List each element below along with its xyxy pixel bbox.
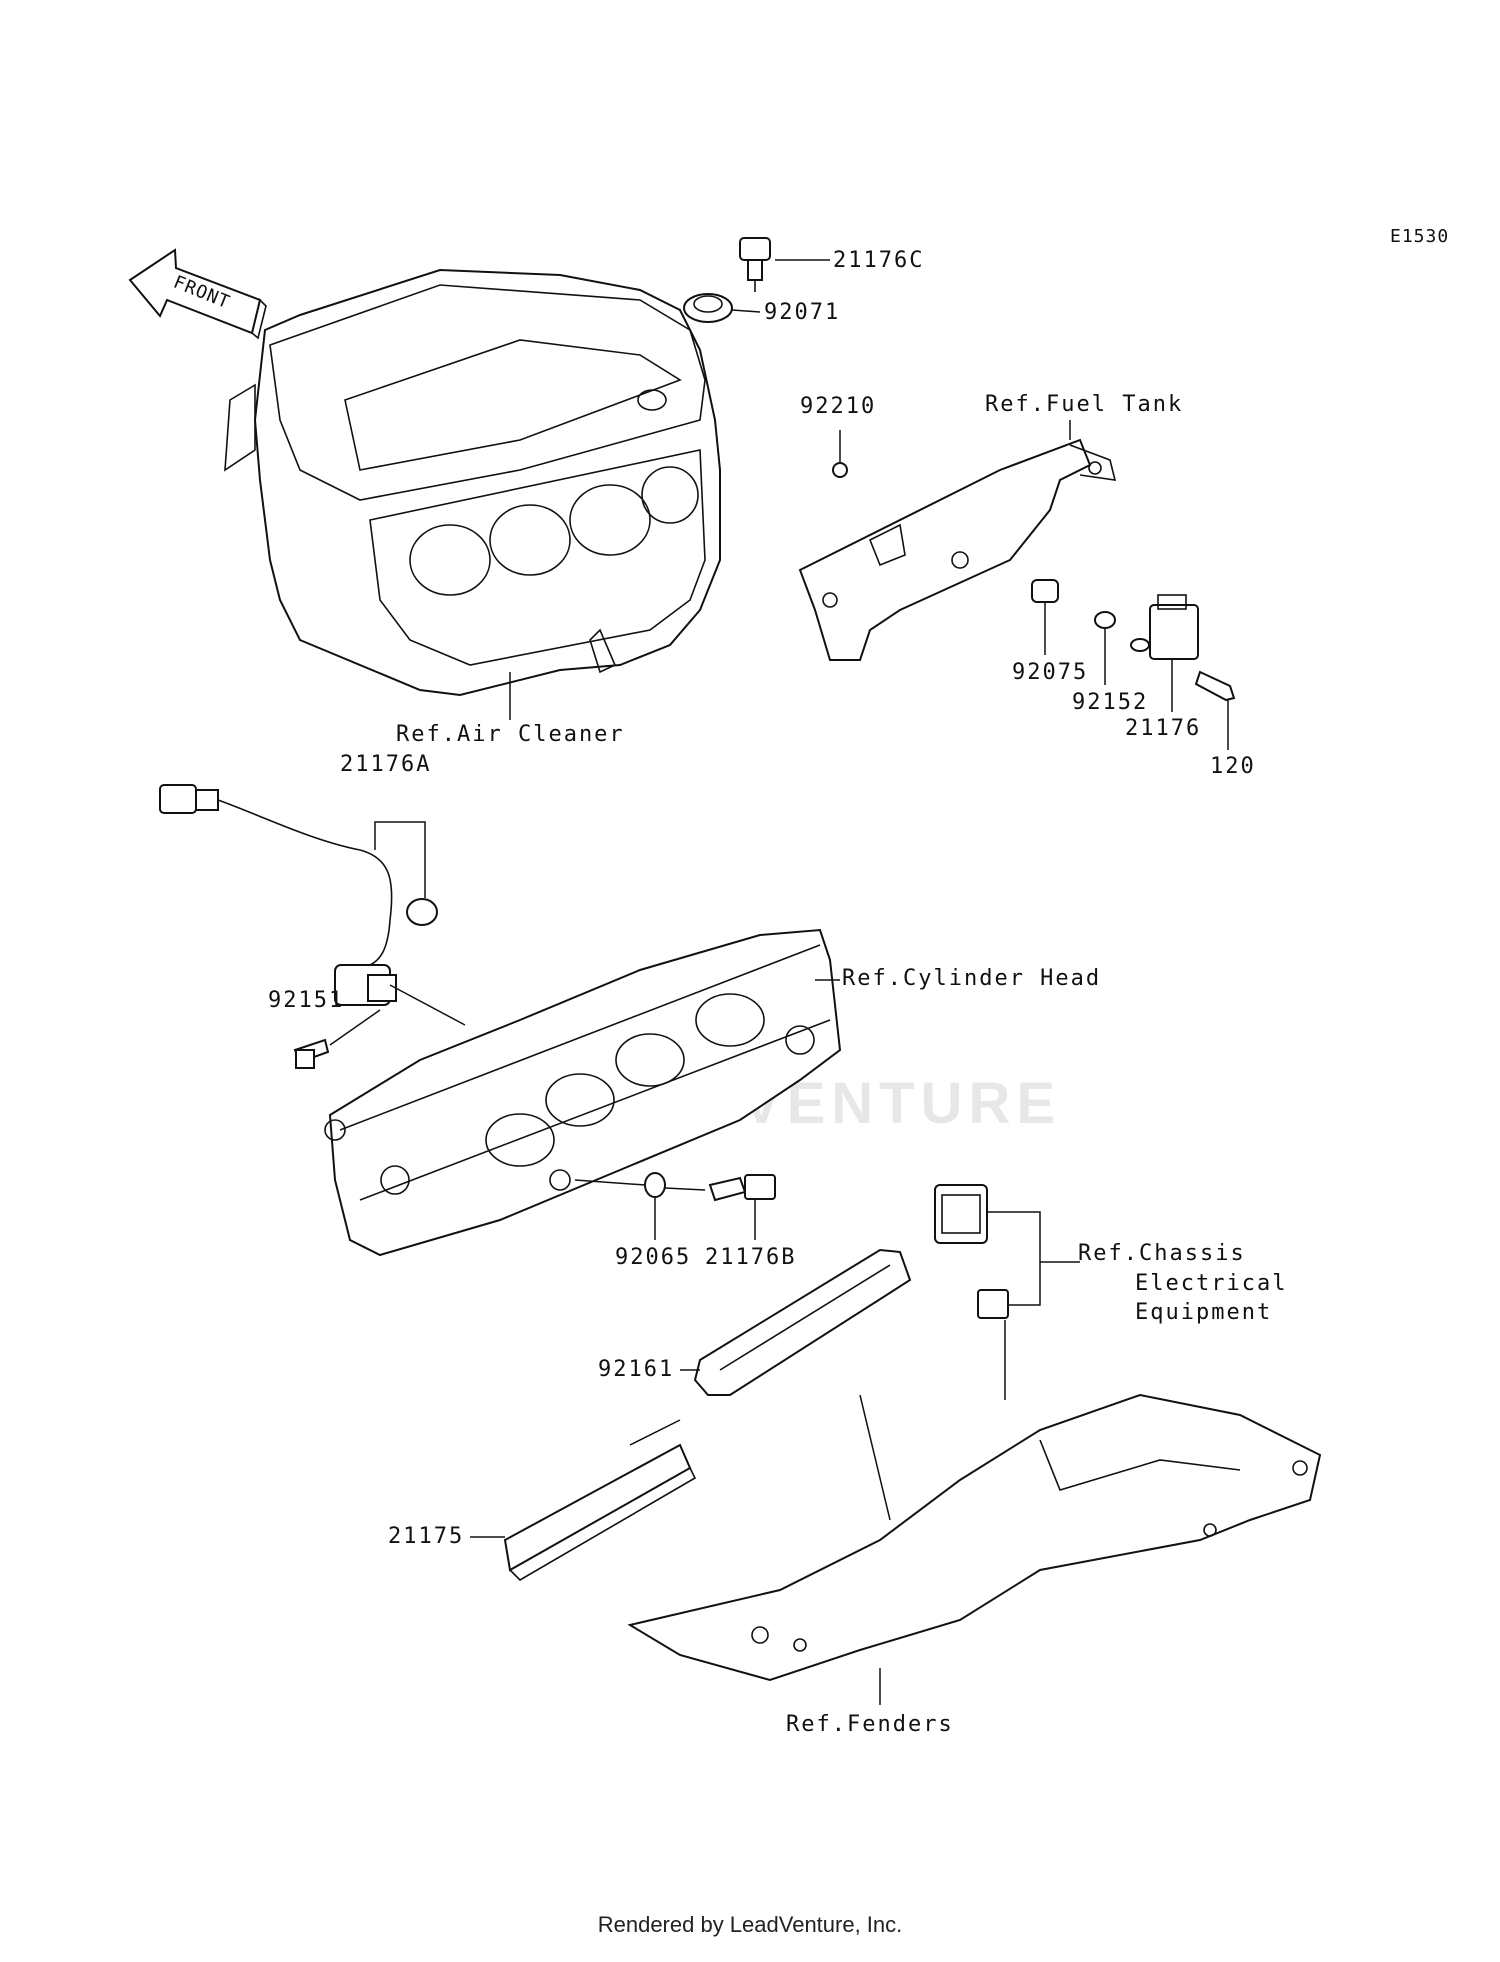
washer-92065 [644,1172,666,1198]
sensor-21176B [708,1174,776,1202]
collar-92152 [1094,611,1116,629]
relay-chassis-electrical [934,1184,988,1244]
label-ref-cylinder-head: Ref.Cylinder Head [842,966,1102,991]
module-21175 [503,1443,697,1582]
o-ring-21176A [406,898,438,926]
label-ref-fuel-tank: Ref.Fuel Tank [985,392,1184,417]
front-arrow-icon [128,248,267,340]
label-92210: 92210 [800,394,877,419]
footer-credit: Rendered by LeadVenture, Inc. [597,1912,903,1937]
nut-92210 [832,462,848,478]
label-120: 120 [1210,754,1256,779]
label-92152: 92152 [1072,690,1149,715]
label-21176B: 21176B [705,1245,797,1270]
label-ref-air-cleaner: Ref.Air Cleaner [396,722,625,747]
grommet-92075 [1031,579,1059,603]
label-92071: 92071 [764,300,841,325]
diagram-code: E1530 [1390,226,1450,247]
label-21175: 21175 [388,1524,465,1549]
bolt-92151 [293,1038,330,1069]
bolt-120 [1194,670,1236,702]
label-92161: 92161 [598,1357,675,1382]
label-92065: 92065 [615,1245,692,1270]
sensor-21176C [739,237,771,292]
cover-92161 [693,1248,912,1396]
label-21176: 21176 [1125,716,1202,741]
label-92151: 92151 [268,988,345,1013]
sensor-21176A [159,784,397,1006]
label-ref-chassis-electrical: Electrical [1135,1271,1288,1296]
fender-tray [627,1393,1322,1682]
label-92075: 92075 [1012,660,1089,685]
sensor-21176 [1130,594,1199,660]
grommet-92071 [683,293,733,323]
fuel-tank-bracket [798,438,1117,661]
label-21176C: 21176C [833,248,925,273]
label-ref-chassis-equipment: Equipment [1135,1300,1273,1325]
connector-chassis-electrical [977,1289,1009,1319]
air-cleaner-housing [224,268,721,697]
label-ref-fenders: Ref.Fenders [786,1712,954,1737]
label-21176A: 21176A [340,752,432,777]
cylinder-head [324,928,842,1257]
label-ref-chassis: Ref.Chassis [1078,1241,1246,1266]
